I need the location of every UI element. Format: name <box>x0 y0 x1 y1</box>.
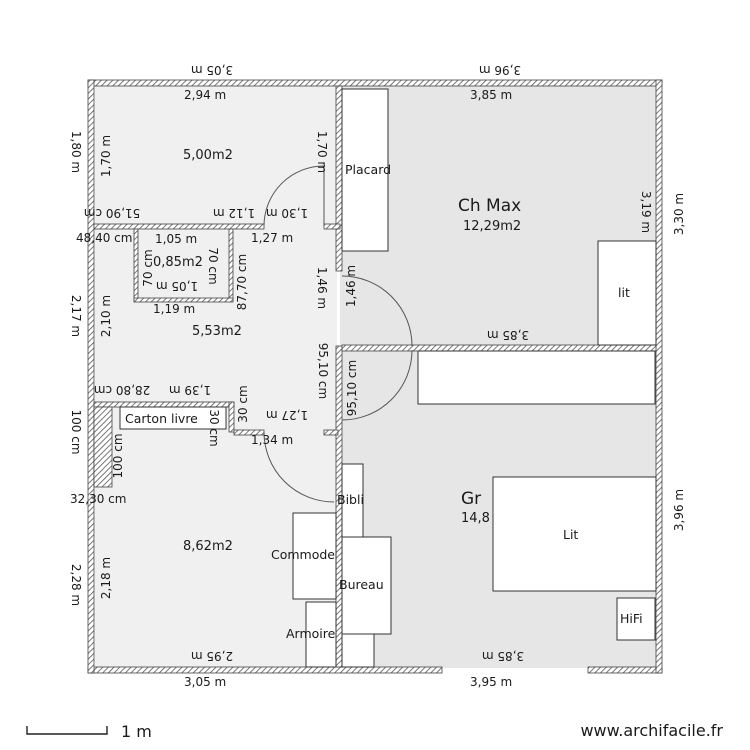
commode-rect <box>292 512 337 600</box>
doors <box>263 165 413 503</box>
dim-wall-1-70: 1,70 m <box>315 131 329 173</box>
wall-h1b <box>323 223 341 230</box>
room-area-bottom-left: 8,62m2 <box>183 539 233 554</box>
room-area-mid-left: 5,53m2 <box>192 324 242 339</box>
placard-rect <box>341 88 389 252</box>
dim-1-27b: 1,27 m <box>266 408 308 422</box>
lit-big-label: Lit <box>563 527 578 542</box>
wall-h-mid <box>341 344 657 352</box>
dim-right-bottom: 3,96 m <box>672 489 686 531</box>
dim-top-inner-right: 3,85 m <box>470 88 512 102</box>
room-area-small: 0,85m2 <box>153 255 203 270</box>
wall-bottom-right <box>587 666 663 674</box>
armoire-rect <box>305 601 337 668</box>
dim-left-c-inner: 2,18 m <box>99 557 113 599</box>
closet-wall-bottom <box>133 297 234 303</box>
dim-left-c-outer: 2,28 m <box>69 564 83 606</box>
hifi-rect <box>616 597 656 641</box>
lit-big-rect <box>492 476 657 592</box>
dim-bottom-outer-left: 3,05 m <box>184 675 226 689</box>
dim-1-46a: 1,46 m <box>315 267 329 309</box>
dim-95-10b: 95,10 cm <box>345 360 359 416</box>
wall-top <box>87 79 663 87</box>
room-name-ch-max: Ch Max <box>458 196 521 216</box>
wall-h2 <box>93 401 235 408</box>
lit-small-label: lit <box>618 285 630 300</box>
scale-label: 1 m <box>121 722 152 741</box>
carton-label: Carton livre <box>125 411 198 426</box>
room-area-ch-max: 12,29m2 <box>463 219 521 234</box>
dim-1-05b: 1,05 m <box>156 279 198 293</box>
shelf-rect <box>417 350 656 405</box>
lit-small-rect <box>597 240 657 346</box>
dim-right-top-inner: 3,19 m <box>639 191 653 233</box>
closet-wall-left <box>133 228 139 302</box>
door-arc-2 <box>341 275 413 347</box>
room-name-gr: Gr <box>461 489 481 509</box>
bureau-label: Bureau <box>339 577 384 592</box>
wall-h1 <box>93 223 265 230</box>
dim-100b: 100 cm <box>111 433 125 478</box>
dim-left-a-outer: 1,80 m <box>69 131 83 173</box>
wall-v-small <box>228 401 235 433</box>
dim-left-a-inner: 1,70 m <box>99 135 113 177</box>
closet-wall-right <box>228 228 234 302</box>
wall-bottom-left <box>87 666 443 674</box>
dim-1-19: 1,19 m <box>153 302 195 316</box>
wall-left <box>87 79 95 674</box>
dim-1-34: 1,34 m <box>251 433 293 447</box>
dim-bottom-outer-right: 3,95 m <box>470 675 512 689</box>
dim-48-40: 48,40 cm <box>76 231 132 245</box>
dim-top-outer-right: 3,96 m <box>479 63 521 77</box>
dim-87-70: 87,70 cm <box>235 254 249 310</box>
armoire-label: Armoire <box>286 626 336 641</box>
commode-label: Commode <box>271 547 335 562</box>
dim-left-b-inner: 2,10 m <box>99 295 113 337</box>
dim-1-30: 1,30 m <box>266 206 308 220</box>
bureau-rect <box>341 536 392 635</box>
door-arc-4 <box>263 431 335 503</box>
bibli-label: Bibli <box>337 492 364 507</box>
dim-1-27a: 1,27 m <box>251 231 293 245</box>
dim-right-top-outer: 3,30 m <box>672 193 686 235</box>
wall-h3b <box>323 429 339 436</box>
dim-bottom-inner-left: 2,95 m <box>191 649 233 663</box>
dim-1-12: 1,12 m <box>213 206 255 220</box>
door-arc-1 <box>263 165 325 227</box>
placard-label: Placard <box>345 162 391 177</box>
walls <box>87 79 663 674</box>
watermark: www.archifacile.fr <box>580 721 723 740</box>
dim-51-90: 51,90 cm <box>84 206 140 220</box>
dim-bottom-inner-right: 3,85 m <box>482 649 524 663</box>
scale-bar: 1 m <box>26 722 152 741</box>
dim-1-39: 1,39 m <box>169 383 211 397</box>
dim-28-80: 28,80 cm <box>94 383 150 397</box>
dim-left-b-outer: 2,17 m <box>69 295 83 337</box>
door-arc-3 <box>341 349 413 421</box>
dim-95-10a: 95,10 cm <box>316 343 330 399</box>
wall-right <box>655 79 663 674</box>
dim-70b: 70 cm <box>206 247 220 284</box>
dim-70a: 70 cm <box>141 249 155 286</box>
dim-top-outer-left: 3,05 m <box>191 63 233 77</box>
dim-top-inner-left: 2,94 m <box>184 88 226 102</box>
chair-rect <box>341 633 375 668</box>
dim-30a: 30 cm <box>207 409 221 446</box>
dim-1-46b: 1,46 m <box>344 265 358 307</box>
carton-rect <box>119 406 227 430</box>
room-area-gr: 14,8 <box>461 511 490 526</box>
dim-32-30: 32,30 cm <box>70 492 126 506</box>
dim-mid-3-85: 3,85 m <box>487 328 529 342</box>
scale-bar-line <box>26 726 108 735</box>
hifi-label: HiFi <box>620 611 643 626</box>
room-area-top-left: 5,00m2 <box>183 148 233 163</box>
small-block <box>93 406 113 488</box>
dim-30b: 30 cm <box>236 385 250 422</box>
furniture <box>119 88 657 668</box>
wall-center-top <box>335 85 343 272</box>
dim-100a: 100 cm <box>69 409 83 454</box>
dim-1-05: 1,05 m <box>155 232 197 246</box>
